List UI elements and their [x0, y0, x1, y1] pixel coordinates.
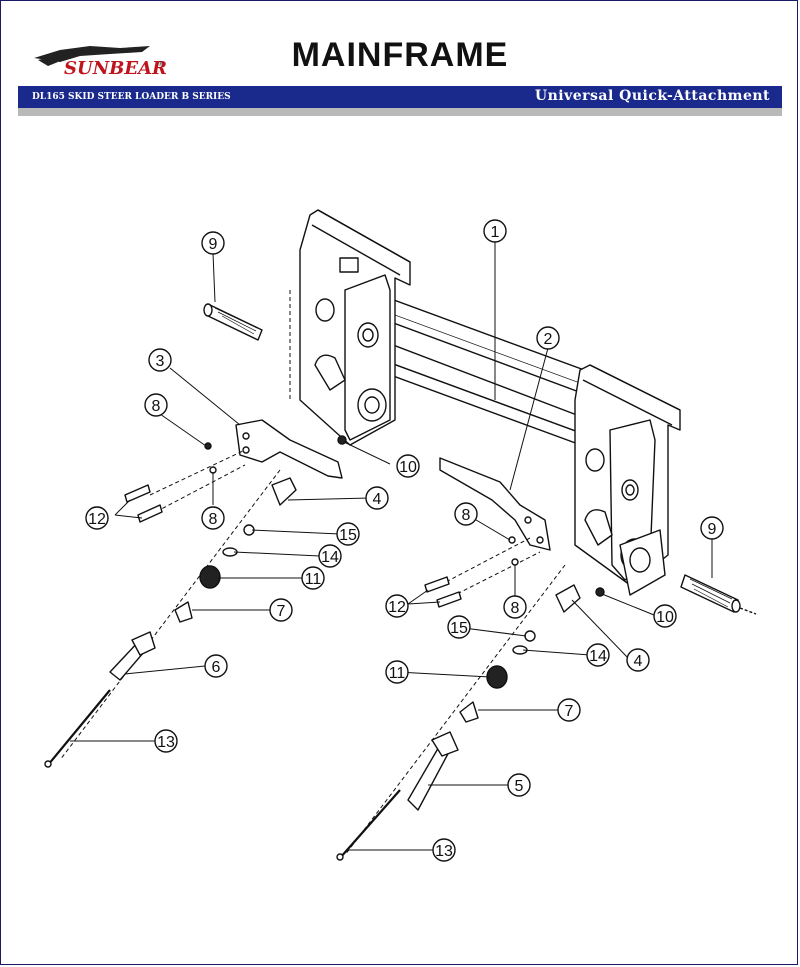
- latch-handle-right: [439, 457, 551, 551]
- svg-text:15: 15: [339, 527, 357, 544]
- svg-text:11: 11: [305, 571, 322, 588]
- svg-text:6: 6: [212, 659, 221, 676]
- callout-1: 1: [483, 219, 507, 243]
- series-label: DL165 SKID STEER LOADER B SERIES: [32, 92, 231, 102]
- callout-12-left: 12: [85, 506, 109, 530]
- svg-text:9: 9: [708, 521, 717, 538]
- callout-13-left: 13: [154, 729, 178, 753]
- svg-text:8: 8: [462, 507, 471, 524]
- svg-text:4: 4: [373, 491, 382, 508]
- callout-7-right: 7: [557, 698, 581, 722]
- svg-text:14: 14: [589, 648, 607, 665]
- callout-14-right: 14: [586, 643, 610, 667]
- svg-text:5: 5: [515, 778, 524, 795]
- callout-5: 5: [507, 773, 531, 797]
- callout-11-left: 11: [301, 566, 325, 590]
- callout-10-right: 10: [653, 604, 677, 628]
- page-title: MAINFRAME: [291, 36, 509, 74]
- subtitle-label: Universal Quick-Attachment: [534, 88, 770, 104]
- svg-text:15: 15: [450, 620, 468, 637]
- callout-8-b: 8: [201, 506, 225, 530]
- callout-8-a: 8: [144, 393, 168, 417]
- callout-numbers: 1 2 3 9 8 10 4 12 8 15 14 11 7 6 13 9 8 …: [85, 219, 724, 862]
- callout-4-left: 4: [365, 486, 389, 510]
- leader-lines: [70, 242, 713, 851]
- svg-text:8: 8: [209, 511, 218, 528]
- svg-text:2: 2: [544, 331, 553, 348]
- callout-15-right: 15: [447, 615, 471, 639]
- callout-7-left: 7: [269, 598, 293, 622]
- mainframe-body: [299, 209, 681, 596]
- svg-text:1: 1: [491, 224, 500, 241]
- svg-text:12: 12: [388, 599, 406, 616]
- svg-text:SUNBEAR: SUNBEAR: [64, 58, 167, 79]
- svg-text:3: 3: [156, 353, 165, 370]
- callout-8-d: 8: [503, 595, 527, 619]
- svg-text:9: 9: [209, 236, 218, 253]
- callout-11-right: 11: [385, 660, 409, 684]
- callout-6: 6: [204, 654, 228, 678]
- latch-handle-left: [235, 419, 343, 479]
- svg-text:10: 10: [656, 609, 674, 626]
- svg-text:14: 14: [321, 549, 339, 566]
- pin-right: [680, 574, 757, 615]
- right-parts: [336, 536, 605, 861]
- svg-text:®: ®: [158, 61, 164, 68]
- pin-left: [203, 303, 263, 341]
- callout-3: 3: [148, 348, 172, 372]
- callout-4-right: 4: [626, 648, 650, 672]
- svg-text:8: 8: [152, 398, 161, 415]
- callout-13-right: 13: [432, 838, 456, 862]
- svg-text:11: 11: [389, 665, 406, 682]
- svg-text:8: 8: [511, 600, 520, 617]
- callout-8-c: 8: [454, 502, 478, 526]
- svg-text:7: 7: [277, 603, 286, 620]
- svg-text:7: 7: [565, 703, 574, 720]
- callout-9-right: 9: [700, 516, 724, 540]
- callout-10-left: 10: [396, 454, 420, 478]
- callout-15-left: 15: [336, 522, 360, 546]
- callout-12-right: 12: [385, 594, 409, 618]
- callout-14-left: 14: [318, 544, 342, 568]
- callout-2: 2: [536, 326, 560, 350]
- callout-9-left: 9: [201, 231, 225, 255]
- svg-text:4: 4: [634, 653, 643, 670]
- svg-text:10: 10: [399, 459, 417, 476]
- left-parts: [44, 435, 347, 768]
- header-band-underline: [18, 108, 782, 116]
- header-band: DL165 SKID STEER LOADER B SERIES Univers…: [18, 86, 782, 108]
- svg-text:12: 12: [88, 511, 106, 528]
- svg-text:13: 13: [435, 843, 453, 860]
- svg-text:13: 13: [157, 734, 175, 751]
- sunbear-logo: SUNBEAR ®: [34, 46, 167, 79]
- assembly-lines: [59, 290, 566, 856]
